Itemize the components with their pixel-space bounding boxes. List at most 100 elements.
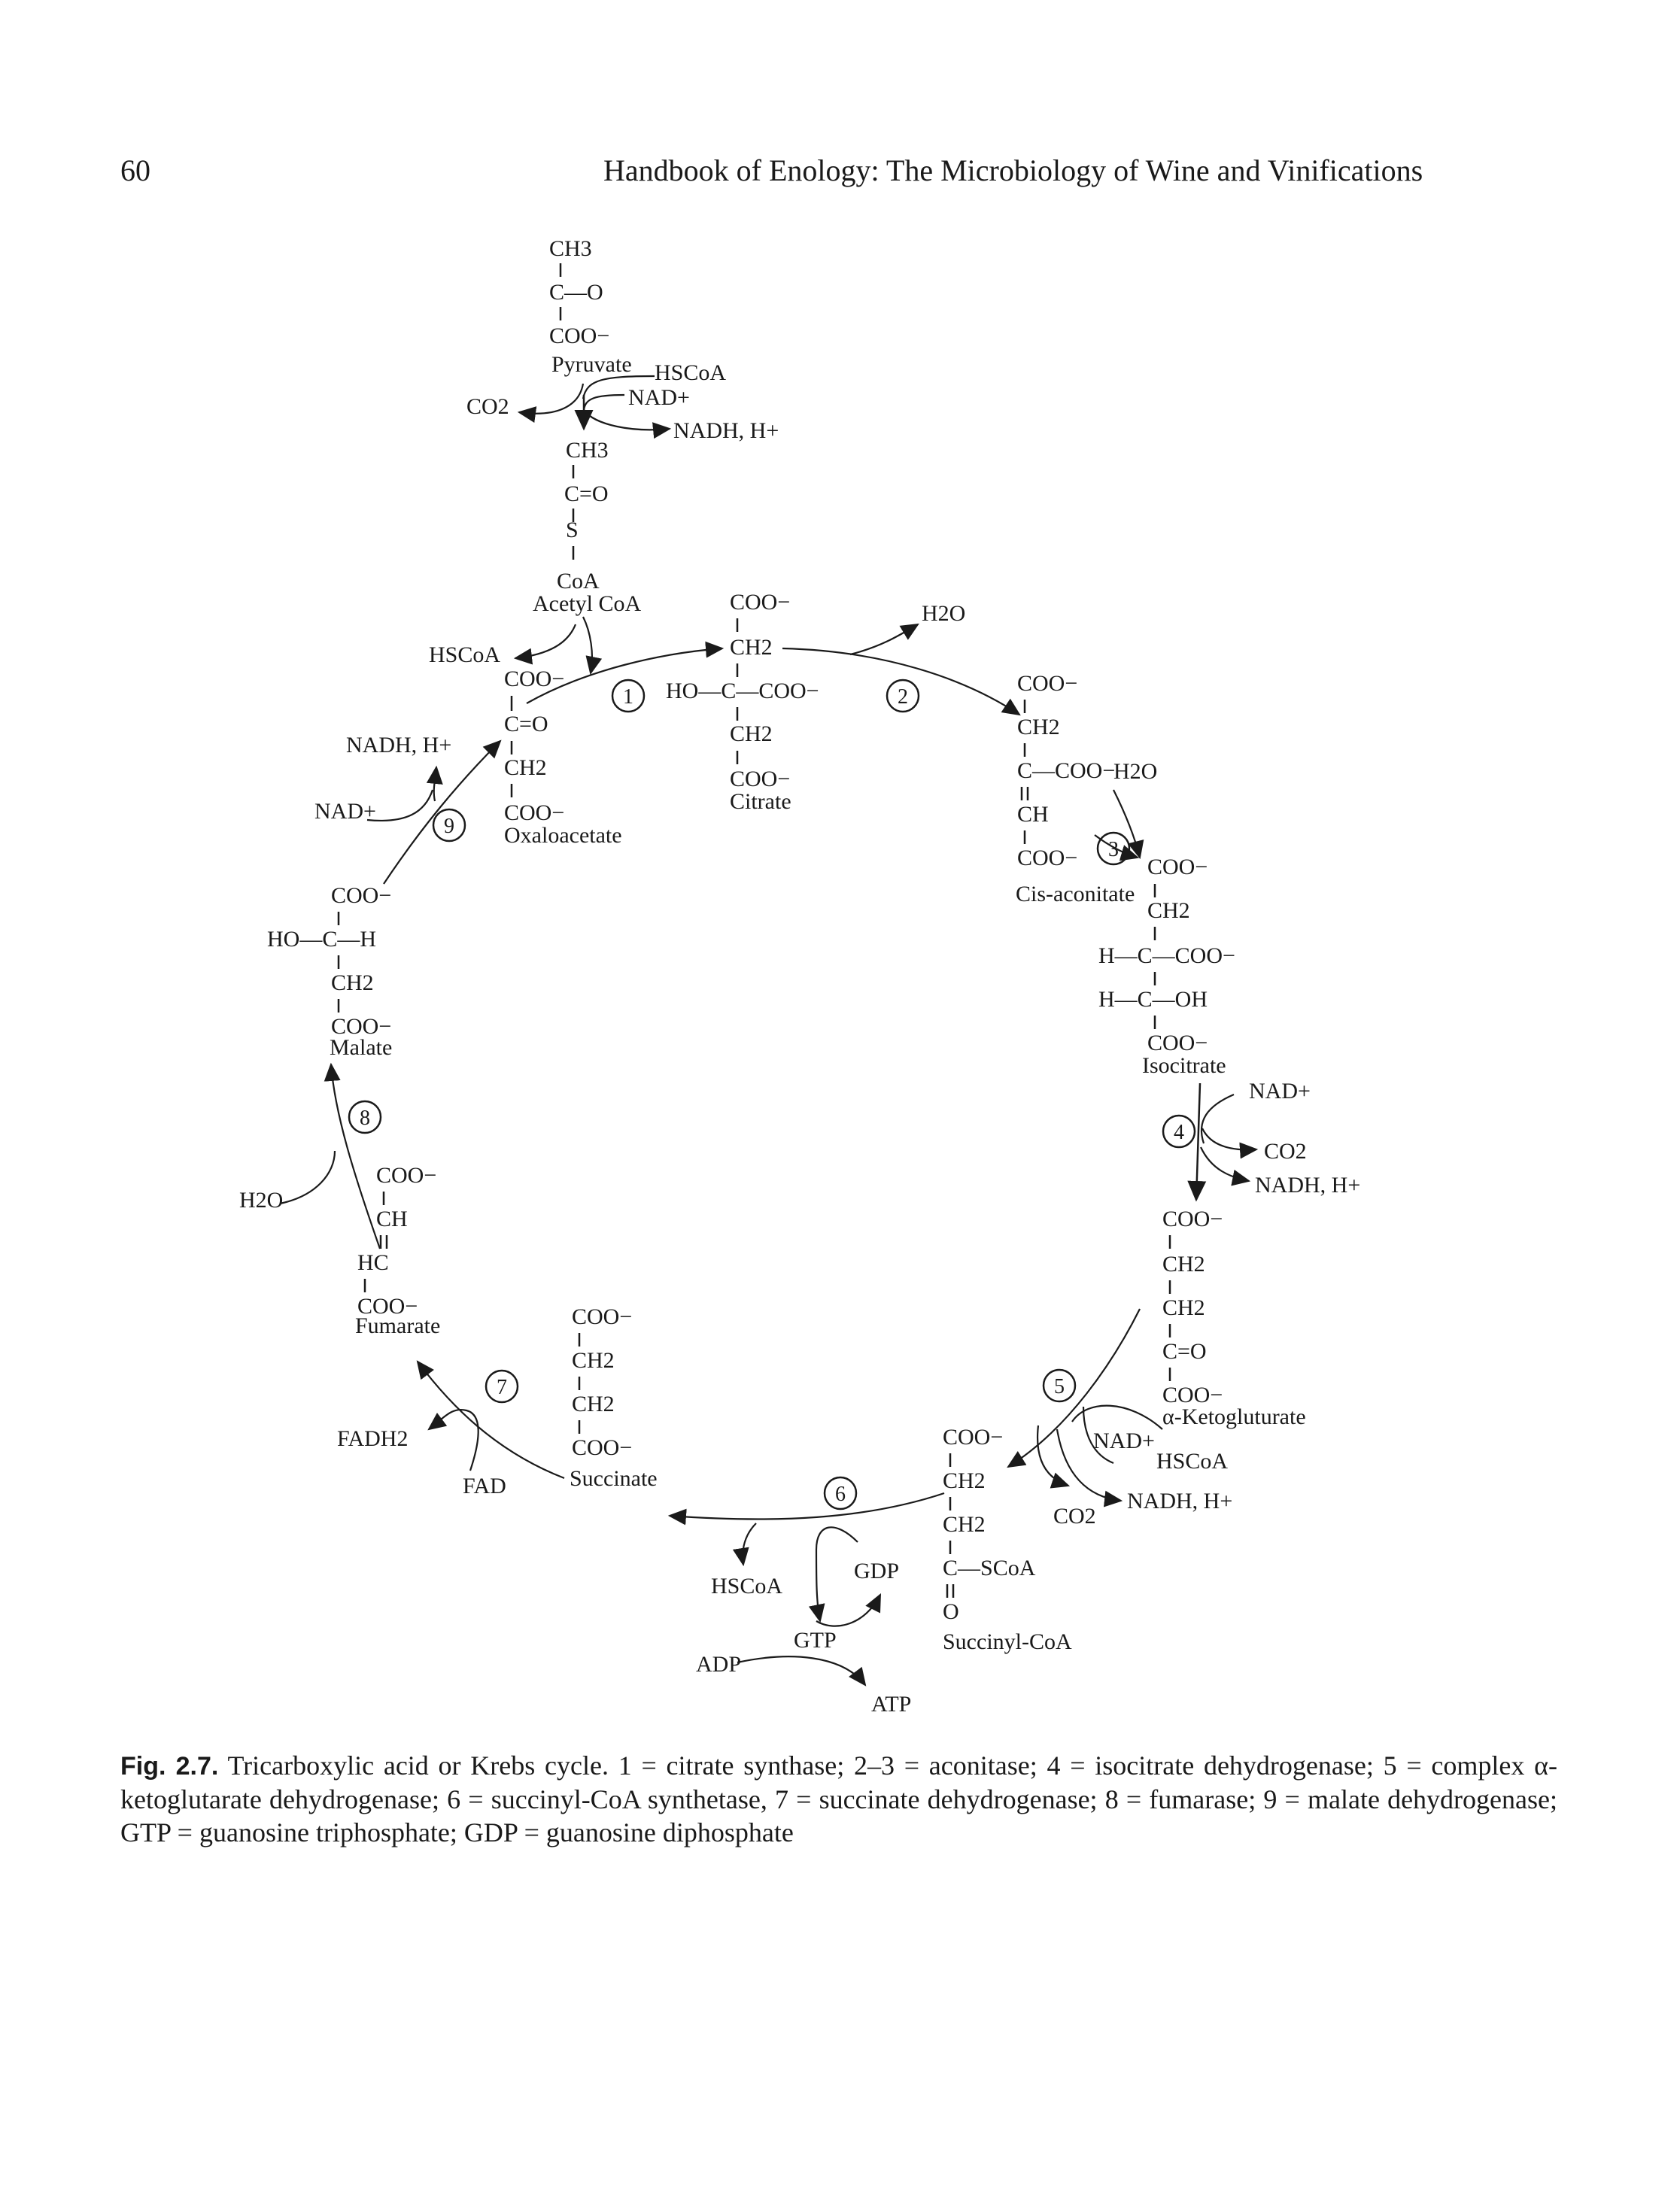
succinyl-coa-structure: COO− CH2 CH2 C—SCoA O Succinyl-CoA: [943, 1425, 1072, 1654]
akg-line: CH2: [1162, 1252, 1205, 1277]
krebs-cycle-diagram: CH3 C—O COO− Pyruvate HSCoA NAD+ CO2 NAD…: [239, 236, 1360, 1717]
nad-label: NAD+: [628, 385, 690, 410]
citrate-line: CH2: [730, 635, 773, 660]
oxaloacetate-line: COO−: [504, 800, 564, 825]
step-4-marker: [1162, 1114, 1196, 1149]
citrate-line: COO−: [730, 767, 790, 791]
acetylcoa-line: CH3: [566, 438, 609, 463]
step-2-marker: [886, 679, 920, 713]
fad-label: FAD: [463, 1474, 506, 1498]
acetylcoa-entry-arrow: [582, 616, 603, 676]
akg-line: C=O: [1162, 1339, 1207, 1364]
malate-structure: COO− HO—C—H CH2 COO− Malate: [267, 883, 392, 1060]
fumarate-line: COO−: [357, 1294, 418, 1319]
succinylcoa-line: CH2: [943, 1468, 986, 1493]
citrate-line: CH2: [730, 721, 773, 746]
figure-caption: Fig. 2.7. Tricarboxylic acid or Krebs cy…: [120, 1749, 1557, 1849]
co2-output-arrow: [1037, 1425, 1071, 1489]
nadh-label: NADH, H+: [673, 418, 779, 443]
nadh-output-arrow: [1200, 1146, 1251, 1186]
step8-arc: [324, 1062, 381, 1249]
cisaconitate-line: COO−: [1017, 846, 1077, 870]
akg-name: α-Ketogluturate: [1162, 1404, 1306, 1429]
alpha-ketoglutarate-structure: COO− CH2 CH2 C=O COO− α-Ketogluturate: [1162, 1207, 1306, 1429]
nadh-label: NADH, H+: [346, 733, 451, 758]
isocitrate-name: Isocitrate: [1142, 1053, 1226, 1078]
succinylcoa-name: Succinyl-CoA: [943, 1629, 1072, 1654]
acetylcoa-line: CoA: [557, 569, 600, 594]
pyruvate-line: C—O: [549, 280, 603, 305]
step-6-number: 6: [835, 1483, 846, 1506]
nadh-label: NADH, H+: [1127, 1489, 1232, 1514]
cisaconitate-line: CH2: [1017, 715, 1060, 739]
hscoa-release-arrow: [513, 624, 577, 665]
isocitrate-line: H—C—COO−: [1098, 943, 1235, 968]
fumarate-line: CH: [376, 1207, 408, 1231]
step-7-number: 7: [497, 1376, 507, 1399]
step9-arc: [383, 739, 502, 885]
step-5-number: 5: [1054, 1375, 1065, 1398]
akg-line: COO−: [1162, 1207, 1223, 1231]
malate-line: COO−: [331, 1014, 391, 1039]
acetylcoa-name: Acetyl CoA: [533, 591, 641, 616]
citrate-structure: COO− CH2 HO—C—COO− CH2 COO− Citrate: [666, 590, 819, 814]
step-markers: 1 2 3 4 5 6 7 8 9: [348, 679, 1196, 1510]
hscoa-label: HSCoA: [711, 1574, 782, 1599]
isocitrate-line: COO−: [1147, 1031, 1208, 1055]
citrate-name: Citrate: [730, 789, 791, 814]
succinylcoa-line: CH2: [943, 1512, 986, 1537]
pyruvate-line: COO−: [549, 323, 609, 348]
malate-line: COO−: [331, 883, 391, 908]
hscoa-input-arrow: [1082, 1406, 1114, 1465]
step2-arc: [782, 647, 1021, 716]
oxaloacetate-line: COO−: [504, 666, 564, 691]
nad-label: NAD+: [1249, 1079, 1311, 1104]
nadh-output-arrow: [583, 409, 672, 439]
step-1-number: 1: [623, 685, 633, 709]
step6-arc: [667, 1492, 945, 1526]
isocitrate-line: CH2: [1147, 898, 1190, 923]
step5-arc: [1007, 1308, 1141, 1468]
cisaconitate-line: CH: [1017, 802, 1049, 827]
oxaloacetate-line: CH2: [504, 755, 547, 780]
running-head: Handbook of Enology: The Microbiology of…: [603, 153, 1423, 187]
adp-atp-arrow: [737, 1656, 867, 1687]
pyruvate-name: Pyruvate: [551, 352, 632, 377]
isocitrate-line: COO−: [1147, 855, 1208, 879]
step-3-number: 3: [1108, 838, 1119, 861]
step-2-number: 2: [898, 685, 908, 709]
co2-output-arrow: [517, 383, 585, 423]
acetylcoa-line: S: [566, 518, 579, 542]
step-7-marker: [485, 1369, 519, 1404]
hscoa-release-arrow: [732, 1523, 757, 1567]
step-4-number: 4: [1174, 1121, 1184, 1144]
caption-label: Fig. 2.7.: [120, 1752, 219, 1781]
malate-line: CH2: [331, 970, 374, 995]
akg-line: CH2: [1162, 1295, 1205, 1320]
nad-input-arrow: [1200, 1093, 1235, 1144]
step-3-marker: [1096, 831, 1131, 866]
hscoa-input-arrow: [582, 375, 655, 399]
krebs-cycle-figure: CH3 C—O COO− Pyruvate HSCoA NAD+ CO2 NAD…: [239, 236, 1360, 1717]
citrate-line: HO—C—COO−: [666, 679, 819, 703]
succinate-line: COO−: [572, 1304, 632, 1329]
succinate-line: CH2: [572, 1392, 615, 1416]
step-8-number: 8: [360, 1107, 370, 1130]
nadh-label: NADH, H+: [1255, 1173, 1360, 1198]
fad-fadh2-arrow: [427, 1408, 479, 1471]
acetylcoa-line: C=O: [564, 481, 609, 506]
citrate-line: COO−: [730, 590, 790, 615]
gtp-output-arrow: [816, 1593, 881, 1627]
succinate-line: CH2: [572, 1348, 615, 1373]
cisaconitate-line: C—COO−: [1017, 758, 1115, 783]
acetyl-coa-structure: CH3 C=O S CoA Acetyl CoA: [533, 438, 641, 616]
nad-label: NAD+: [1093, 1428, 1155, 1453]
step-9-number: 9: [444, 815, 454, 838]
step1-arc: [526, 641, 725, 704]
nad-label: NAD+: [314, 799, 376, 824]
step-6-marker: [823, 1476, 858, 1510]
fumarate-line: COO−: [376, 1163, 436, 1188]
malate-line: HO—C—H: [267, 927, 376, 952]
h2o-input-arrow: [279, 1150, 336, 1205]
succinylcoa-line: O: [943, 1599, 959, 1624]
